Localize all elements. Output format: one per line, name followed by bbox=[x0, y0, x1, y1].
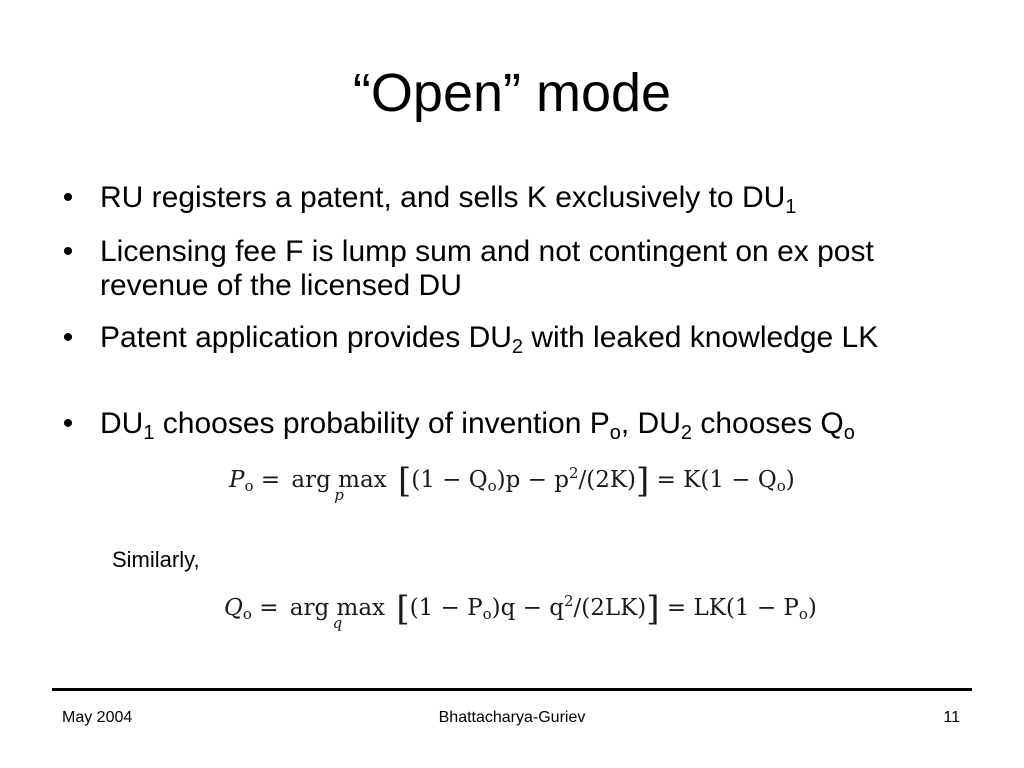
eq-lhs: P bbox=[229, 467, 245, 493]
eq-equals: = bbox=[259, 595, 279, 621]
eq-body-sup: 2 bbox=[563, 592, 574, 610]
footer-date: May 2004 bbox=[62, 709, 133, 726]
eq-body: (1 − Q bbox=[411, 467, 488, 493]
footer-page-number: 11 bbox=[943, 709, 960, 726]
eq-body-sub: o bbox=[482, 605, 492, 623]
bullet-text-cont: with leaked knowledge LK bbox=[523, 321, 879, 354]
bullet-text-cont: chooses Q bbox=[692, 407, 844, 440]
bullet-subscript: 2 bbox=[680, 422, 692, 444]
bullet-text: DU bbox=[100, 407, 144, 440]
eq-body: )p − p bbox=[496, 467, 569, 493]
bullet-item-2: • Licensing fee F is lump sum and not co… bbox=[63, 235, 930, 303]
bullet-text: RU registers a patent, and sells K exclu… bbox=[100, 181, 786, 214]
bullet-marker: • bbox=[62, 407, 74, 440]
eq-open-bracket: [ bbox=[396, 589, 410, 629]
bullet-item-4: • DU1 chooses probability of invention P… bbox=[63, 407, 1000, 444]
bullet-subscript: 2 bbox=[511, 336, 524, 358]
bullet-text-cont: , DU bbox=[620, 407, 681, 440]
footer-divider bbox=[52, 688, 972, 691]
eq-lhs: Q bbox=[224, 595, 243, 621]
bullet-marker: • bbox=[62, 181, 74, 214]
slide-title: “Open” mode bbox=[352, 63, 672, 123]
eq-argmax-under: p bbox=[334, 486, 344, 504]
footer-authors: Bhattacharya-Guriev bbox=[438, 709, 586, 726]
eq-open-bracket: [ bbox=[397, 461, 412, 501]
bullet-item-3: • Patent application provides DU2 with l… bbox=[63, 321, 950, 358]
bullet-subscript: 1 bbox=[785, 196, 797, 218]
eq-body-sup: 2 bbox=[568, 464, 579, 482]
bullet-subscript: 1 bbox=[143, 422, 155, 444]
eq-rhs-end: ) bbox=[807, 595, 817, 621]
bullet-subscript: o bbox=[843, 422, 855, 444]
eq-rhs: = K(1 − Q bbox=[656, 467, 777, 493]
eq-rhs-end: ) bbox=[785, 467, 795, 493]
bullet-item-1: • RU registers a patent, and sells K exc… bbox=[63, 181, 960, 218]
bullet-subscript: o bbox=[609, 422, 621, 444]
bullet-text: Patent application provides DU bbox=[100, 321, 512, 354]
eq-close-bracket: ] bbox=[646, 589, 660, 629]
eq-equals: = bbox=[260, 467, 281, 493]
eq-rhs-sub: o bbox=[798, 605, 808, 623]
eq-rhs-sub: o bbox=[776, 477, 786, 495]
eq-body: /(2LK) bbox=[573, 595, 647, 621]
eq-argmax-under: q bbox=[332, 614, 343, 632]
eq-body-sub: o bbox=[487, 477, 497, 495]
bullet-marker: • bbox=[62, 321, 74, 354]
bullet-marker: • bbox=[62, 235, 74, 268]
bullet-text-cont: chooses probability of invention P bbox=[154, 407, 610, 440]
eq-body: /(2K) bbox=[578, 467, 637, 493]
eq-argmax-label: arg max bbox=[289, 595, 386, 621]
bullet-text: Licensing fee F is lump sum and not cont… bbox=[100, 235, 874, 302]
eq-close-bracket: ] bbox=[636, 461, 650, 501]
eq-body: (1 − P bbox=[409, 595, 483, 621]
eq-body: )q − q bbox=[491, 595, 564, 621]
eq-rhs: = LK(1 − P bbox=[666, 595, 799, 621]
eq-lhs-sub: o bbox=[242, 605, 252, 623]
eq-argmax-label: arg max bbox=[291, 467, 387, 493]
similarly-label: Similarly, bbox=[112, 547, 200, 572]
eq-lhs-sub: o bbox=[244, 477, 254, 495]
